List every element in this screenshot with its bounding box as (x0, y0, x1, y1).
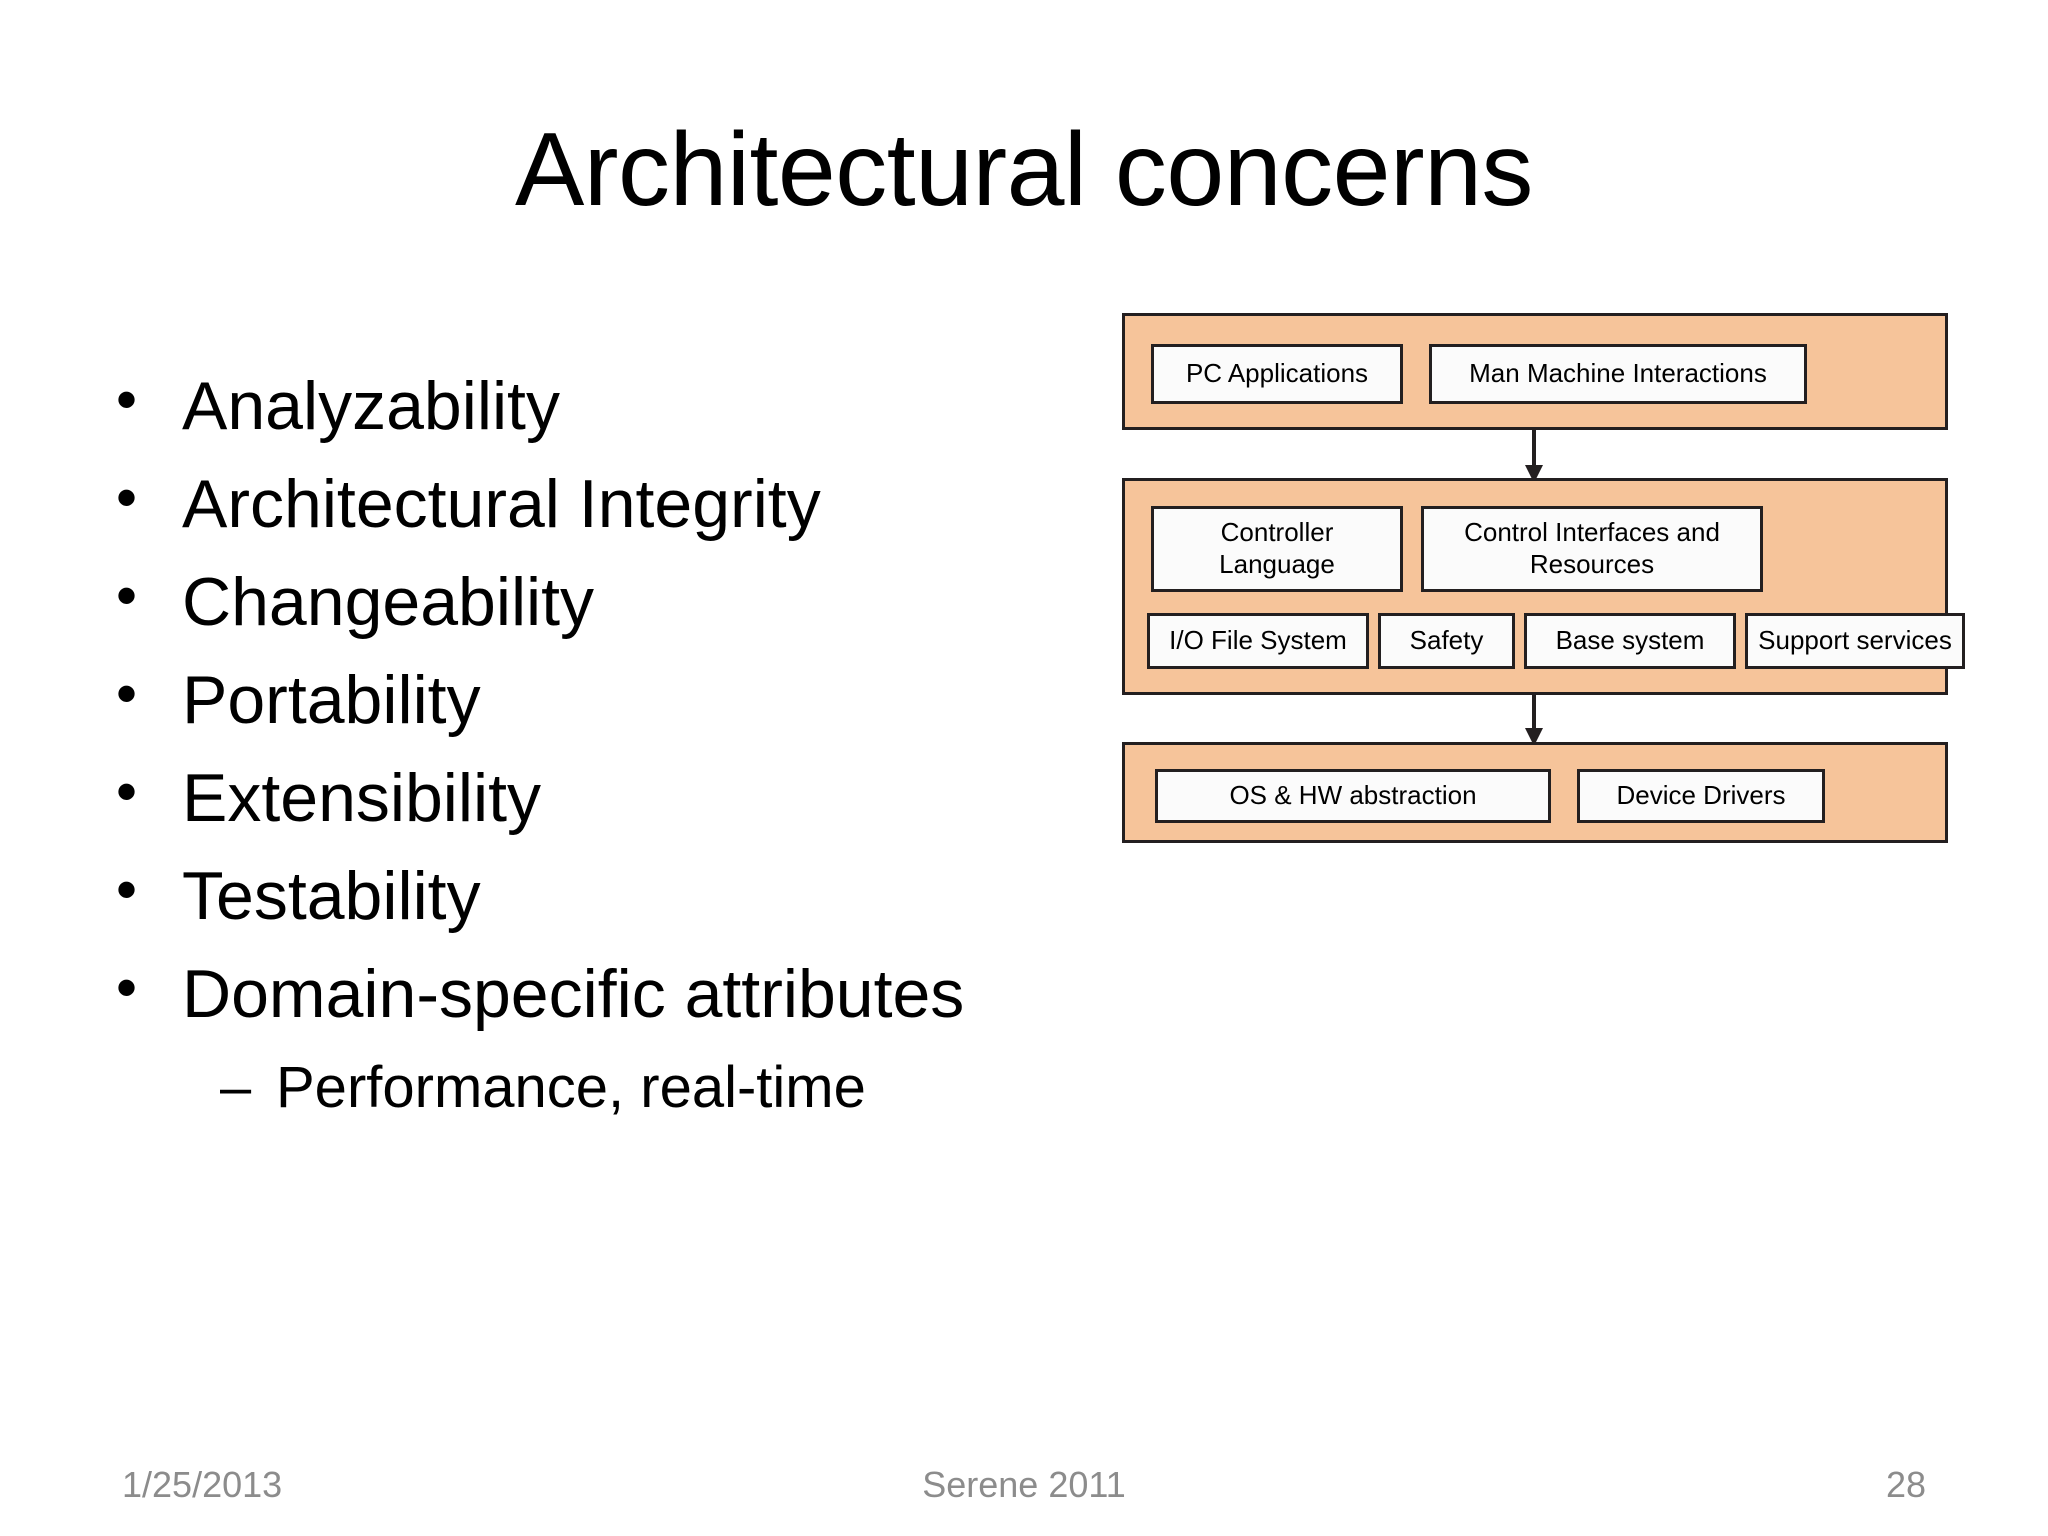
list-item: • Extensibility (110, 758, 1130, 837)
diagram-node-os-hw-abstraction: OS & HW abstraction (1155, 769, 1551, 823)
list-item: • Testability (110, 856, 1130, 935)
diagram-node-controller-language: Controller Language (1151, 506, 1403, 592)
list-item: • Changeability (110, 562, 1130, 641)
diagram-layer-control: Controller Language Control Interfaces a… (1122, 478, 1965, 695)
footer-page-number: 28 (1885, 1464, 1926, 1505)
footer-date: 1/25/2013 (122, 1464, 283, 1505)
arrow-down-icon (1525, 692, 1543, 746)
list-item-label: Changeability (182, 564, 595, 641)
bullet-marker-icon: • (116, 660, 138, 728)
bullet-marker-icon: • (116, 464, 138, 532)
diagram-node-io-file-system: I/O File System (1147, 613, 1369, 669)
bullet-marker-icon: • (116, 856, 138, 924)
sub-list-item: – Performance, real-time (110, 1054, 1130, 1120)
list-item-label: Extensibility (182, 760, 542, 837)
sub-list-item-label: Performance, real-time (276, 1054, 866, 1120)
list-item: • Analyzability (110, 366, 1130, 444)
list-item-label: Analyzability (182, 368, 560, 444)
list-item-label: Architectural Integrity (182, 466, 821, 543)
list-item-label: Testability (182, 858, 481, 935)
bullet-marker-icon: • (116, 758, 138, 826)
list-item: • Portability (110, 660, 1130, 739)
diagram-node-control-interfaces-and-resources: Control Interfaces and Resources (1421, 506, 1763, 592)
footer-event-name: Serene 2011 (922, 1464, 1126, 1505)
diagram-node-base-system: Base system (1524, 613, 1736, 669)
architecture-diagram: PC Applications Man Machine Interactions… (1122, 313, 1965, 843)
diagram-layer-platform: OS & HW abstraction Device Drivers (1122, 742, 1948, 843)
bullet-marker-icon: • (116, 366, 138, 433)
page-title: Architectural concerns (515, 112, 1533, 228)
diagram-node-support-services: Support services (1745, 613, 1965, 669)
list-item-label: Portability (182, 662, 481, 739)
diagram-layer-applications: PC Applications Man Machine Interactions (1122, 313, 1948, 430)
diagram-node-safety: Safety (1378, 613, 1515, 669)
bullet-marker-icon: • (116, 562, 138, 630)
diagram-node-device-drivers: Device Drivers (1577, 769, 1825, 823)
list-item-label: Domain-specific attributes (182, 956, 965, 1033)
list-item: • Domain-specific attributes (110, 954, 1130, 1033)
slide-footer: 1/25/2013 Serene 2011 28 (0, 1455, 2048, 1515)
dash-marker-icon: – (220, 1054, 252, 1118)
arrow-down-icon (1525, 427, 1543, 483)
bullet-marker-icon: • (116, 954, 138, 1022)
diagram-node-man-machine-interactions: Man Machine Interactions (1429, 344, 1807, 404)
diagram-node-pc-applications: PC Applications (1151, 344, 1403, 404)
list-item: • Architectural Integrity (110, 464, 1130, 543)
bullet-list: • Analyzability • Architectural Integrit… (110, 370, 1130, 1119)
